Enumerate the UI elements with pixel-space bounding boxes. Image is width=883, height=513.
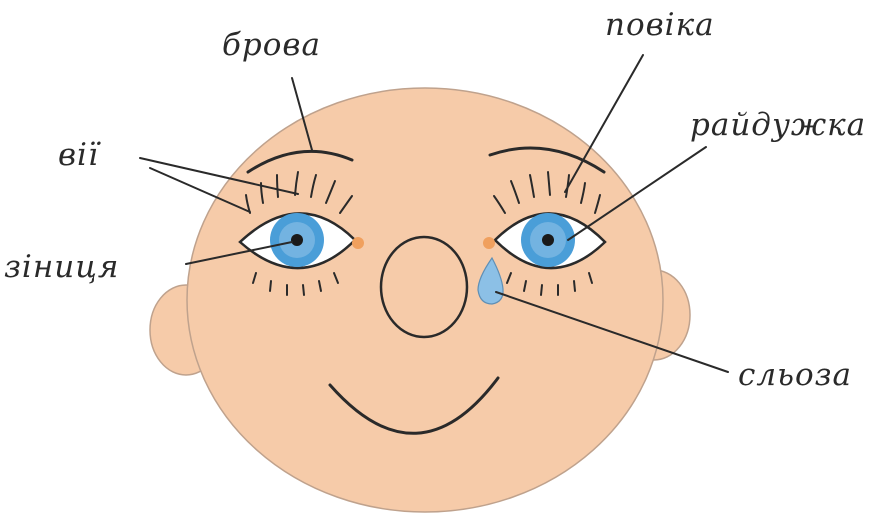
eyebrow-label: брова xyxy=(222,30,321,61)
eyelashes-label: вії xyxy=(58,140,99,171)
tear-label: сльоза xyxy=(738,360,852,391)
eyelid-label: повіка xyxy=(605,10,715,41)
pupil-label: зіниця xyxy=(4,252,119,283)
iris-label: райдужка xyxy=(690,110,866,141)
left-eye-corner xyxy=(352,237,364,249)
right-eye-corner xyxy=(483,237,495,249)
head xyxy=(187,88,663,512)
